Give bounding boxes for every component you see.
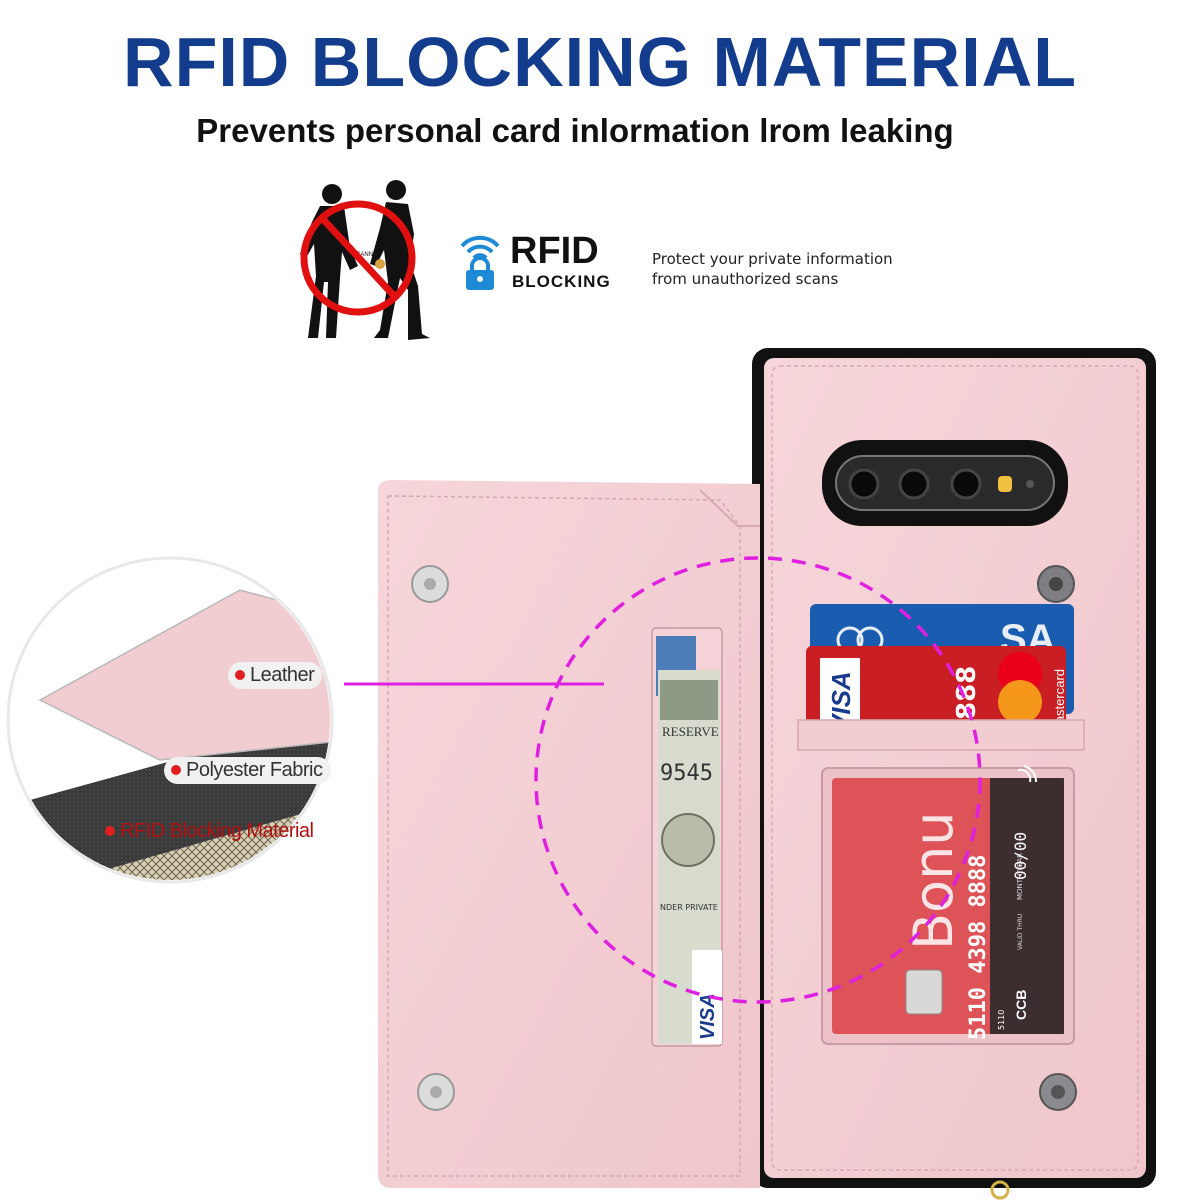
cash-visa-text: VISA <box>697 993 719 1040</box>
bank-card-small: 5110 <box>997 1010 1006 1030</box>
contactless-icon <box>1017 765 1038 783</box>
leather-label: Leather <box>228 662 323 689</box>
label-dot-icon <box>235 670 245 680</box>
scanner-label: SCANNER <box>352 252 382 258</box>
protect-text: Protect your private information from un… <box>652 249 893 289</box>
leather-label-text: Leather <box>250 664 315 686</box>
page-title: RFID BLOCKING MATERIAL <box>123 23 1077 101</box>
bank-card-month-year: MONTH/YEAR <box>1016 853 1024 900</box>
mastercard-text: mastercard <box>1052 669 1067 734</box>
protect-line-1: Protect your private information <box>652 250 893 268</box>
bank-card-number: 5110 4398 8888 <box>966 855 991 1040</box>
bank-card-issuer: CCB <box>1013 990 1029 1020</box>
polyester-label: Polyester Fabric <box>164 757 331 784</box>
flash-icon <box>998 476 1012 492</box>
protect-line-2: from unauthorized scans <box>652 270 839 288</box>
cash-reserve: RESERVE <box>662 724 719 739</box>
rfid-layer <box>30 790 330 880</box>
strap-ring-icon <box>990 1180 1010 1200</box>
label-dot-icon <box>171 765 181 775</box>
no-scan-pictogram: SCANNER <box>300 180 430 340</box>
camera-lens-icon <box>950 468 982 500</box>
cash-tender: NDER PRIVATE <box>660 903 718 912</box>
card-chip-icon <box>375 259 385 269</box>
bank-card-valid: 00/00 <box>1011 832 1030 880</box>
leather-layer <box>38 589 330 761</box>
bank-card-valid-thru: VALID THRU <box>1017 914 1024 950</box>
rfid-label: RFID Blocking Material <box>98 818 322 845</box>
card-pocket <box>797 719 1085 751</box>
rfid-lock-icon <box>460 235 500 290</box>
callout-circle <box>534 556 982 1004</box>
cash-serial: 9545 <box>660 761 713 786</box>
prohibition-slash-icon <box>319 215 399 301</box>
rfid-title: RFID <box>510 230 599 272</box>
mastercard-circle-orange <box>998 680 1042 724</box>
rfid-label-text: RFID Blocking Material <box>120 820 314 842</box>
polyester-label-text: Polyester Fabric <box>186 759 323 781</box>
camera-lens-icon <box>898 468 930 500</box>
label-dot-icon <box>105 826 115 836</box>
product-illustration: SA VISA 888 mastercard Bonu 5110 4398 88… <box>6 348 1156 1200</box>
card-chip-icon <box>905 969 943 1015</box>
card-digits: 888 <box>952 666 982 720</box>
rfid-subtitle: BLOCKING <box>512 272 611 291</box>
camera-lens-icon <box>848 468 880 500</box>
prohibition-circle-icon <box>300 200 416 316</box>
page-subtitle: Prevents personal card inlormation lrom … <box>196 112 954 149</box>
